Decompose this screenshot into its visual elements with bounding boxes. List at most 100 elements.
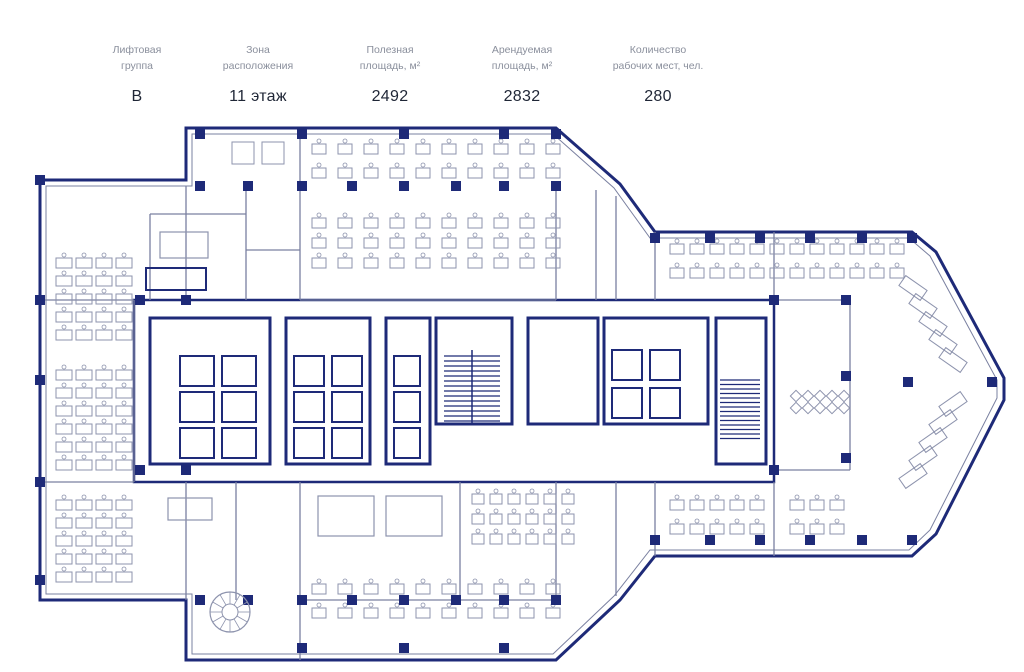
desk — [415, 237, 431, 249]
column — [243, 181, 253, 191]
desk — [115, 293, 133, 305]
chair — [81, 530, 87, 536]
chair — [61, 512, 67, 518]
chair — [472, 138, 478, 144]
desk — [311, 607, 327, 619]
chair — [524, 578, 530, 584]
column — [35, 477, 45, 487]
desk — [337, 583, 353, 595]
chair — [342, 578, 348, 584]
chair — [316, 212, 322, 218]
chair — [61, 382, 67, 388]
desk — [415, 167, 431, 179]
desk — [467, 167, 483, 179]
stat-elevator-group: Лифтовая группа B — [62, 42, 212, 106]
desk — [525, 533, 539, 545]
lounge-seat — [825, 401, 839, 415]
chair — [547, 488, 553, 494]
column — [499, 181, 509, 191]
desk — [363, 217, 379, 229]
chair — [524, 162, 530, 168]
chair — [101, 566, 107, 572]
chair — [316, 232, 322, 238]
desk — [363, 257, 379, 269]
desk — [928, 328, 958, 356]
desk — [467, 237, 483, 249]
desk — [363, 143, 379, 155]
armchair — [261, 141, 285, 165]
chair — [529, 508, 535, 514]
stat-value: 280 — [644, 88, 672, 105]
chair — [81, 288, 87, 294]
chair — [81, 364, 87, 370]
column — [987, 377, 997, 387]
column — [399, 181, 409, 191]
chair — [81, 306, 87, 312]
desk — [415, 583, 431, 595]
column — [35, 175, 45, 185]
column — [841, 295, 851, 305]
chair — [121, 400, 127, 406]
chair — [694, 494, 700, 500]
chair — [547, 508, 553, 514]
spiral-stair-step — [236, 601, 248, 609]
chair — [550, 232, 556, 238]
desk — [749, 499, 765, 511]
desk — [519, 607, 535, 619]
desk — [829, 243, 845, 255]
chair — [61, 566, 67, 572]
desk — [415, 607, 431, 619]
desk — [669, 499, 685, 511]
chair — [101, 288, 107, 294]
chair — [524, 212, 530, 218]
column — [451, 181, 461, 191]
stat-label: Лифтовая группа — [112, 44, 162, 72]
desk — [561, 513, 575, 525]
desk — [311, 167, 327, 179]
desk — [493, 607, 509, 619]
desk — [689, 523, 705, 535]
desk — [789, 267, 805, 279]
chair — [121, 324, 127, 330]
desk — [519, 583, 535, 595]
chair — [101, 382, 107, 388]
desk — [389, 237, 405, 249]
chair — [472, 212, 478, 218]
desk — [519, 217, 535, 229]
column — [35, 375, 45, 385]
desk — [389, 167, 405, 179]
chair — [834, 262, 840, 268]
chair — [714, 518, 720, 524]
desk — [441, 217, 457, 229]
chair — [714, 238, 720, 244]
desk — [908, 292, 938, 320]
chair — [774, 238, 780, 244]
chair — [394, 602, 400, 608]
column — [195, 129, 205, 139]
chair — [81, 382, 87, 388]
chair — [446, 162, 452, 168]
chair — [81, 270, 87, 276]
desk — [709, 267, 725, 279]
chair — [342, 212, 348, 218]
chair — [550, 162, 556, 168]
elevator-car — [331, 391, 363, 423]
desk — [809, 267, 825, 279]
chair — [316, 252, 322, 258]
stat-value: 2832 — [503, 88, 541, 105]
desk — [849, 243, 865, 255]
chair — [342, 602, 348, 608]
lounge-seat — [837, 389, 851, 403]
lounge-seat — [789, 389, 803, 403]
column — [499, 129, 509, 139]
elevator-car — [393, 391, 421, 423]
column — [347, 595, 357, 605]
chair — [446, 138, 452, 144]
stat-label: Количество рабочих мест, чел. — [612, 44, 704, 72]
desk — [493, 167, 509, 179]
elevator-car — [221, 391, 257, 423]
chair — [511, 528, 517, 534]
desk — [829, 499, 845, 511]
desk — [95, 535, 113, 547]
